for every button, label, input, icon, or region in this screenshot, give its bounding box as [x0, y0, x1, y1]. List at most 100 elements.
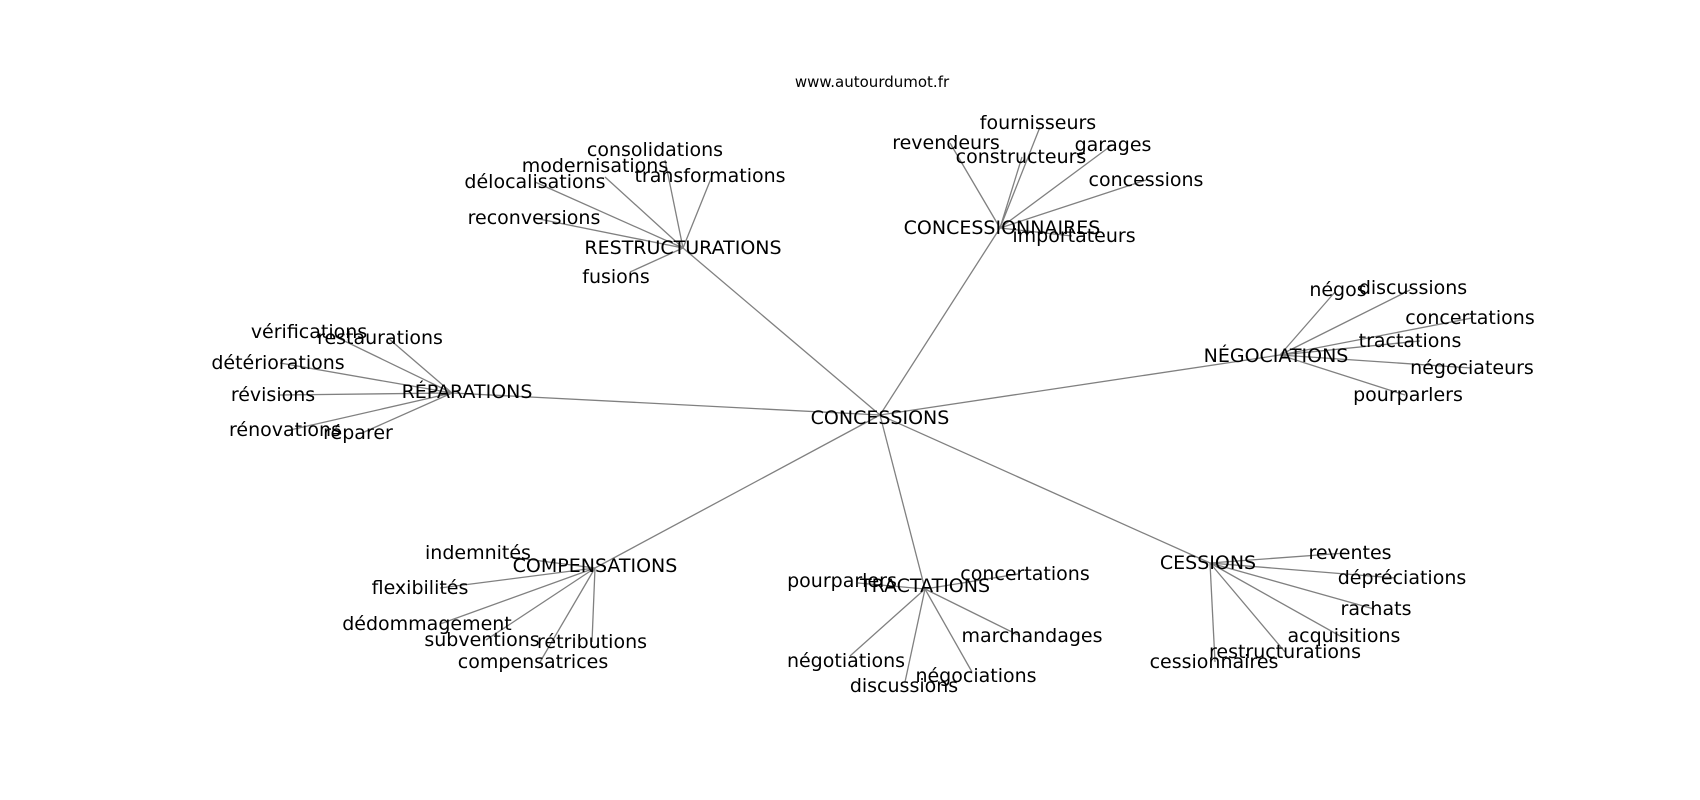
edge-restructurations-leaf-0 — [664, 159, 684, 249]
edge-cessions-leaf-4 — [1209, 562, 1286, 653]
edge-cessions-leaf-1 — [1209, 562, 1396, 579]
edge-center-compensations — [594, 414, 881, 569]
leaf-node-reparations-5: réparer — [323, 422, 393, 444]
edge-center-concessionnaires — [879, 227, 1001, 416]
leaf-node-compensations-2: dédommagement — [342, 613, 512, 635]
leaf-node-tractations-4: négociations — [915, 665, 1036, 687]
edge-compensations-leaf-5 — [539, 567, 596, 663]
leaf-node-compensations-5: compensatrices — [458, 651, 609, 673]
edge-reparations-leaf-0 — [329, 333, 453, 394]
leaf-node-cessions-5: cessionnaires — [1150, 651, 1279, 673]
leaf-node-concessionnaires-0: fournisseurs — [980, 112, 1096, 134]
edge-reparations-leaf-3 — [279, 392, 453, 396]
leaf-node-tractations-0: pourparlers — [787, 570, 897, 592]
leaf-node-cessions-3: acquisitions — [1288, 625, 1401, 647]
edge-center-negociations — [879, 354, 1281, 416]
leaf-node-tractations-1: concertations — [960, 563, 1089, 585]
edge-reparations-leaf-4 — [289, 392, 453, 431]
edge-cessions-leaf-3 — [1209, 562, 1341, 637]
edge-reparations-leaf-2 — [279, 362, 453, 394]
edge-concessionnaires-leaf-0 — [999, 126, 1041, 229]
cluster-node-negociations: NÉGOCIATIONS — [1204, 344, 1349, 367]
leaf-node-restructurations-1: modernisations — [522, 155, 669, 177]
center-node-label: CONCESSIONS — [811, 407, 950, 429]
edge-restructurations-leaf-3 — [534, 181, 684, 249]
edge-compensations-leaf-1 — [439, 567, 596, 589]
edge-tractations-leaf-0 — [857, 582, 926, 590]
leaf-node-reparations-3: révisions — [231, 384, 315, 406]
edge-negociations-leaf-5 — [1279, 354, 1406, 396]
edge-center-cessions — [879, 414, 1211, 564]
cluster-node-restructurations: RESTRUCTURATIONS — [584, 237, 781, 259]
leaf-node-cessions-2: rachats — [1341, 598, 1412, 620]
leaf-node-restructurations-4: reconversions — [468, 207, 601, 229]
edge-concessionnaires-leaf-4 — [999, 179, 1147, 229]
edge-restructurations-leaf-2 — [682, 175, 713, 249]
leaf-node-compensations-0: indemnités — [425, 542, 531, 564]
edge-compensations-leaf-2 — [439, 567, 596, 625]
edge-negociations-leaf-0 — [1279, 291, 1336, 356]
leaf-node-negociations-1: discussions — [1359, 277, 1467, 299]
edge-restructurations-leaf-4 — [533, 217, 684, 249]
leaf-node-tractations-2: marchandages — [961, 625, 1102, 647]
edge-tractations-leaf-1 — [924, 573, 1019, 590]
edge-compensations-leaf-3 — [485, 567, 596, 641]
cluster-node-tractations: TRACTATIONS — [859, 575, 990, 597]
edge-tractations-leaf-2 — [924, 588, 1021, 637]
leaf-node-restructurations-3: délocalisations — [464, 171, 605, 193]
leaf-node-reparations-0: vérifications — [251, 321, 367, 343]
edge-cessions-leaf-5 — [1209, 562, 1216, 663]
edge-negociations-leaf-3 — [1279, 340, 1421, 356]
cluster-node-reparations: RÉPARATIONS — [402, 380, 533, 403]
edge-tractations-leaf-3 — [849, 588, 926, 657]
leaf-node-reparations-1: restaurations — [317, 327, 443, 349]
leaf-node-concessionnaires-3: constructeurs — [956, 146, 1087, 168]
edge-compensations-leaf-4 — [591, 567, 596, 643]
leaf-node-restructurations-5: fusions — [582, 266, 649, 288]
edge-center-reparations — [451, 392, 881, 416]
edge-reparations-leaf-5 — [361, 392, 453, 434]
edge-negociations-leaf-2 — [1279, 317, 1473, 356]
leaf-node-restructurations-2: transformations — [634, 165, 785, 187]
cluster-node-cessions: CESSIONS — [1160, 552, 1256, 574]
leaf-node-negociations-3: tractations — [1359, 330, 1462, 352]
leaf-node-negociations-4: négociateurs — [1410, 357, 1534, 379]
leaf-node-concessionnaires-2: garages — [1075, 134, 1152, 156]
leaf-node-negociations-0: négos — [1309, 279, 1366, 301]
edge-cessions-leaf-2 — [1209, 562, 1375, 610]
leaf-node-concessionnaires-1: revendeurs — [892, 132, 1000, 154]
edge-concessionnaires-leaf-5 — [999, 227, 1073, 237]
leaf-node-tractations-3: négotiations — [787, 650, 905, 672]
edge-negociations-leaf-4 — [1279, 354, 1472, 369]
edge-negociations-leaf-1 — [1279, 289, 1411, 356]
edge-compensations-leaf-0 — [509, 556, 596, 569]
leaf-node-cessions-1: dépréciations — [1338, 567, 1467, 589]
leaf-node-restructurations-0: consolidations — [587, 139, 723, 161]
leaf-node-negociations-2: concertations — [1405, 307, 1534, 329]
source-label[interactable]: www.autourdumot.fr — [795, 73, 950, 91]
leaf-node-negociations-5: pourparlers — [1353, 384, 1463, 406]
leaf-node-compensations-3: subventions — [424, 629, 539, 651]
edge-concessionnaires-leaf-1 — [949, 142, 1001, 229]
edge-concessionnaires-leaf-3 — [999, 156, 1023, 229]
leaf-node-cessions-4: restructurations — [1209, 641, 1361, 663]
edge-restructurations-leaf-1 — [604, 176, 684, 249]
edge-tractations-leaf-4 — [924, 588, 973, 673]
leaf-node-reparations-2: détériorations — [211, 352, 344, 374]
leaf-node-reparations-4: rénovations — [229, 419, 341, 441]
leaf-node-cessions-0: reventes — [1308, 542, 1391, 564]
leaf-node-compensations-4: rétributions — [537, 631, 647, 653]
edge-reparations-leaf-1 — [387, 337, 453, 394]
leaf-node-tractations-5: discussions — [850, 675, 958, 697]
leaf-node-concessionnaires-5: importateurs — [1012, 225, 1135, 247]
graph-labels: www.autourdumot.fr CONCESSIONS RESTRUCTU… — [211, 73, 1534, 697]
edge-center-restructurations — [682, 247, 881, 416]
edge-tractations-leaf-5 — [904, 588, 926, 683]
edge-center-tractations — [879, 414, 926, 590]
edge-cessions-leaf-0 — [1209, 552, 1347, 564]
cluster-node-concessionnaires: CONCESSIONNAIRES — [904, 217, 1101, 239]
cluster-node-compensations: COMPENSATIONS — [513, 555, 678, 577]
edge-concessionnaires-leaf-2 — [999, 144, 1113, 229]
leaf-node-concessionnaires-4: concessions — [1089, 169, 1204, 191]
